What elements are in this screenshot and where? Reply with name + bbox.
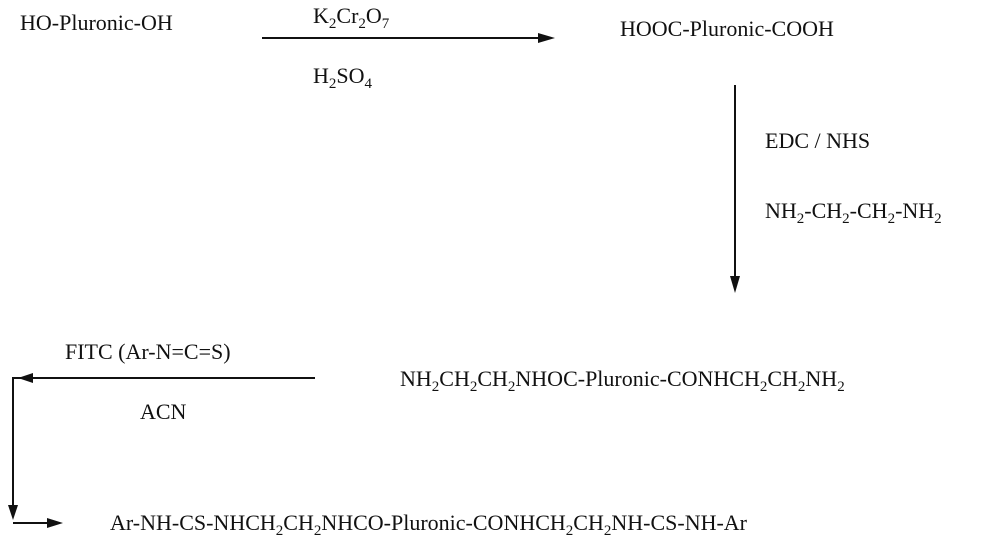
reagent-fitc: FITC (Ar-N=C=S) [65, 339, 231, 364]
starting-material: HO-Pluronic-OH [20, 10, 173, 35]
arrowhead-down [730, 276, 740, 293]
subscript: 2 [507, 379, 516, 395]
reagent-diamine: NH2-CH2-CH2-NH2 [765, 198, 942, 227]
subscript: 2 [837, 379, 845, 395]
arrowhead-left [18, 373, 33, 383]
reagent-oxidant: K2Cr2O7 [313, 3, 390, 32]
reagent-acid: H2SO4 [313, 63, 373, 92]
subscript: 2 [796, 211, 805, 227]
subscript: 4 [364, 76, 373, 92]
arrow-step3 [12, 377, 315, 508]
subscript: 2 [603, 523, 612, 539]
subscript: 2 [358, 16, 366, 32]
subscript: 2 [328, 16, 337, 32]
diamine-product: NH2CH2CH2NHOC-Pluronic-CONHCH2CH2NH2 [400, 366, 845, 395]
reagent-coupling: EDC / NHS [765, 128, 871, 153]
arrowhead-right-top [538, 33, 555, 43]
subscript: 2 [887, 211, 896, 227]
subscript: 2 [313, 523, 322, 539]
arrowhead-right-bottom [47, 518, 63, 528]
subscript: 2 [275, 523, 284, 539]
subscript: 2 [842, 211, 850, 227]
subscript: 2 [934, 211, 942, 227]
subscript: 2 [565, 523, 574, 539]
subscript: 2 [469, 379, 478, 395]
arrow-lines [12, 37, 736, 524]
subscript: 2 [431, 379, 440, 395]
dicarboxylic-acid-product: HOOC-Pluronic-COOH [620, 16, 834, 41]
reagent-solvent: ACN [140, 399, 187, 424]
subscript: 7 [381, 16, 390, 32]
arrow-heads [8, 33, 740, 528]
arrowhead-down-left [8, 505, 18, 520]
final-product: Ar-NH-CS-NHCH2CH2NHCO-Pluronic-CONHCH2CH… [110, 510, 748, 539]
subscript: 2 [328, 76, 337, 92]
subscript: 2 [759, 379, 768, 395]
subscript: 2 [797, 379, 806, 395]
